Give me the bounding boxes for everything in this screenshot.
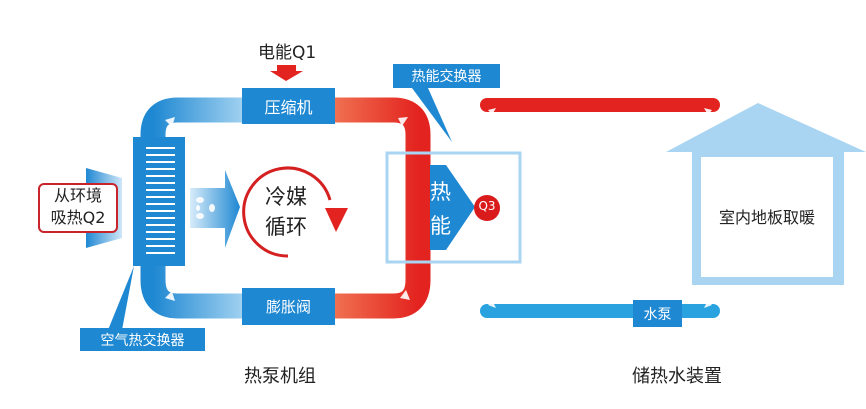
q3-circle <box>474 195 500 221</box>
refrigerant-line1: 冷媒 <box>265 185 307 209</box>
absorb-heat-line1: 从环境 <box>53 186 102 205</box>
heat-energy-char1: 热 <box>430 180 451 204</box>
heat-energy-char2: 能 <box>430 214 451 238</box>
electric-energy-label: 电能Q1 <box>258 43 317 63</box>
hot-water-storage-caption: 储热水装置 <box>632 366 722 387</box>
cycle-arrowhead <box>325 208 348 232</box>
house-roof <box>666 103 866 152</box>
expansion-valve-box: 膨胀阀 <box>242 288 335 325</box>
heat-exchanger-frame <box>385 151 522 264</box>
thermal-heat-exchanger-label: 热能交换器 <box>393 64 500 88</box>
flow-arrows <box>165 108 712 308</box>
q3-label: Q3 <box>478 199 496 213</box>
heat-pump-unit-caption: 热泵机组 <box>244 366 316 387</box>
airflow-arrow <box>190 170 240 248</box>
floor-heating-label: 室内地板取暖 <box>718 208 815 227</box>
absorb-heat-q2-box: 从环境 吸热Q2 <box>38 183 118 233</box>
electric-arrow <box>270 65 303 81</box>
air-callout-tail <box>108 266 134 330</box>
fan-icon <box>196 197 215 219</box>
air-heat-exchanger-label: 空气热交换器 <box>80 328 205 351</box>
heat-energy-label: 热 能 <box>430 175 451 243</box>
refrigerant-line2: 循环 <box>265 215 307 239</box>
thermal-callout-tail <box>412 88 452 142</box>
water-pump-box: 水泵 <box>633 300 682 327</box>
refrigerant-cycle-label: 冷媒 循环 <box>265 182 307 242</box>
air-heat-exchanger-coil <box>133 137 185 266</box>
absorb-heat-line2: 吸热Q2 <box>50 208 106 227</box>
heat-energy-arrow <box>430 165 475 250</box>
compressor-box: 压缩机 <box>242 88 335 124</box>
refrigerant-cycle-arc <box>242 166 332 258</box>
red-pipe-right <box>335 97 431 319</box>
